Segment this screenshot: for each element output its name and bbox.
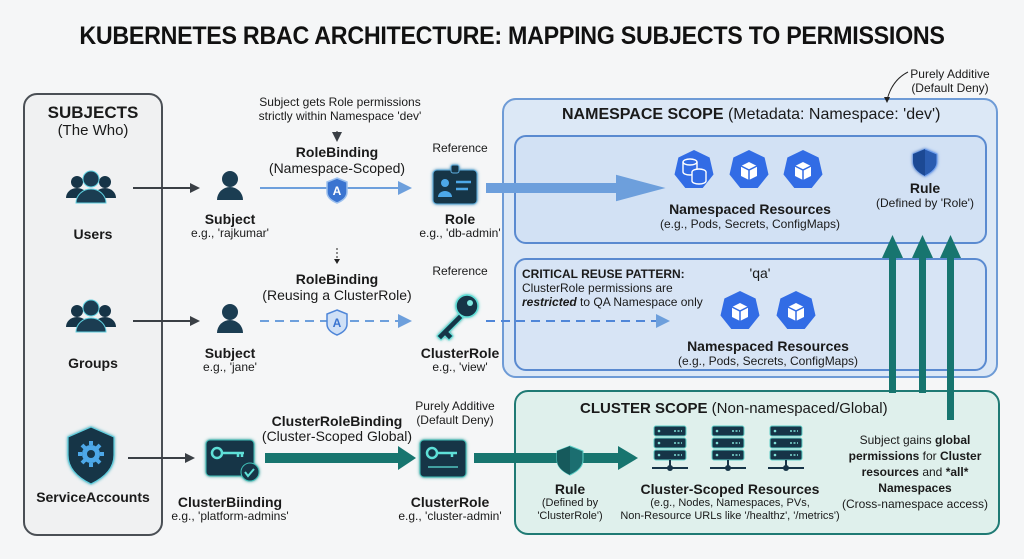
subject-jane-icon (217, 304, 243, 333)
clusterrolebinding-subtitle: (Cluster-Scoped Global) (261, 428, 413, 444)
gain-line2: permissions for Cluster (840, 448, 990, 464)
cluster-resources-sub2: Non-Resource URLs like '/healthz', '/met… (620, 510, 840, 522)
cluster-gain-note: Subject gains global permissions for Clu… (840, 432, 990, 512)
cluster-rule-sub: (Defined by 'ClusterRole') (525, 497, 615, 523)
clusterrole-key-icon (436, 294, 479, 341)
subjects-subheading: (The Who) (57, 122, 129, 139)
cluster-heading-rest: (Non-namespaced/Global) (707, 400, 888, 417)
clusterbinding-label: ClusterBiinding (177, 494, 283, 510)
subject-example: e.g., 'rajkumar' (191, 226, 269, 240)
subject-label: Subject (204, 211, 256, 227)
pattern-emphasis: restricted (522, 295, 577, 309)
clusterrolebinding-title: ClusterRoleBinding (271, 413, 403, 429)
row3-additive-line1: Purely Additive (415, 399, 495, 413)
subject-serviceaccounts[interactable]: ServiceAccounts (36, 489, 150, 505)
ns-additive-line2: (Default Deny) (911, 81, 989, 95)
gain-l3a: resources (861, 465, 919, 479)
qa-resources-sub: (e.g., Pods, Secrets, ConfigMaps) (677, 354, 859, 368)
subjects-heading: SUBJECTS (47, 103, 139, 122)
pattern-line2: restricted to QA Namespace only (522, 295, 722, 309)
rolebinding-title: RoleBinding (295, 144, 379, 160)
clusterrole-view-label: ClusterRole (420, 345, 500, 361)
reference-label: Reference (432, 141, 488, 155)
rolebinding-shield-icon (326, 177, 348, 204)
cluster-rule-sub1: (Defined by (541, 497, 599, 509)
gain-l2b: for (919, 449, 941, 463)
qa-namespace-name: 'qa' (749, 265, 771, 281)
clusterrolebinding-arrow (398, 446, 416, 470)
clusterrole-admin-example: e.g., 'cluster-admin' (398, 509, 502, 523)
gain-l1b: global (935, 433, 971, 447)
subject-jane-label: Subject (204, 345, 256, 361)
pattern-title: CRITICAL REUSE PATTERN: (522, 267, 685, 281)
role-badge-icon (432, 164, 478, 205)
cluster-heading-bold: CLUSTER SCOPE (580, 400, 708, 417)
rolebinding-reuse-title: RoleBinding (295, 271, 379, 287)
gain-l3c: *all* (945, 465, 969, 479)
ns-heading-rest: (Metadata: Namespace: 'dev') (723, 106, 941, 123)
gain-line5: (Cross-namespace access) (841, 497, 989, 511)
row1-note: Subject gets Role permissions strictly w… (240, 95, 440, 123)
row3-additive-note: Purely Additive (Default Deny) (400, 399, 510, 427)
row1-note-line2: strictly within Namespace 'dev' (258, 109, 422, 123)
rolebinding-subtitle: (Namespace-Scoped) (268, 160, 406, 176)
gain-l2a: permissions (848, 449, 920, 463)
subjects-panel (23, 93, 163, 536)
gain-l1a: Subject gains (859, 433, 936, 447)
qa-resources-title: Namespaced Resources (687, 338, 849, 354)
subject-rajkumar-icon (217, 171, 243, 200)
reference-label-2: Reference (432, 264, 488, 278)
cluster-resources-title: Cluster-Scoped Resources (640, 481, 820, 497)
namespace-scope-heading: NAMESPACE SCOPE (Metadata: Namespace: 'd… (562, 106, 982, 124)
clusterrole-view-example: e.g., 'view' (432, 360, 488, 374)
namespace-additive-note: Purely Additive (Default Deny) (890, 67, 1010, 95)
clusterbinding-example: e.g., 'platform-admins' (171, 509, 289, 523)
gain-line1: Subject gains global (840, 432, 990, 448)
gain-l3b: and (918, 465, 946, 479)
pattern-line2-rest: to QA Namespace only (576, 295, 703, 309)
critical-reuse-pattern: CRITICAL REUSE PATTERN: ClusterRole perm… (522, 267, 722, 309)
dev-rule-title: Rule (909, 180, 941, 196)
gain-line4: Namespaces (878, 481, 952, 495)
page-title: KUBERNETES RBAC ARCHITECTURE: MAPPING SU… (79, 22, 945, 50)
rolebinding-reuse-shield-icon (326, 309, 348, 336)
dev-resources-title: Namespaced Resources (669, 201, 831, 217)
pattern-line1: ClusterRole permissions are (522, 281, 673, 295)
cluster-scope-heading: CLUSTER SCOPE (Non-namespaced/Global) (580, 400, 980, 417)
cluster-rule-title: Rule (554, 481, 586, 497)
dev-resources-sub: (e.g., Pods, Secrets, ConfigMaps) (659, 217, 841, 231)
subject-jane-example: e.g., 'jane' (203, 360, 257, 374)
clusterbinding-key-icon (205, 439, 260, 482)
ns-heading-bold: NAMESPACE SCOPE (562, 106, 724, 123)
role-example: e.g., 'db-admin' (419, 226, 501, 240)
ns-additive-line1: Purely Additive (910, 67, 990, 81)
clusterrole-card-icon (419, 439, 467, 478)
subject-users[interactable]: Users (73, 226, 113, 242)
dev-rule-sub: (Defined by 'Role') (876, 196, 974, 210)
row3-additive-line2: (Default Deny) (416, 413, 494, 427)
cluster-resources-sub: (e.g., Nodes, Namespaces, PVs, Non-Resou… (610, 497, 850, 523)
rolebinding-reuse-subtitle: (Reusing a ClusterRole) (262, 287, 412, 303)
clusterrole-admin-label: ClusterRole (410, 494, 490, 510)
cluster-rule-sub2: 'ClusterRole') (537, 510, 603, 522)
cluster-resources-sub1: (e.g., Nodes, Namespaces, PVs, (650, 497, 810, 509)
subject-groups[interactable]: Groups (68, 355, 118, 371)
role-label: Role (444, 211, 476, 227)
gain-l2c: Cluster (940, 449, 982, 463)
gain-line3: resources and *all* (840, 464, 990, 480)
row1-note-line1: Subject gets Role permissions (259, 95, 421, 109)
